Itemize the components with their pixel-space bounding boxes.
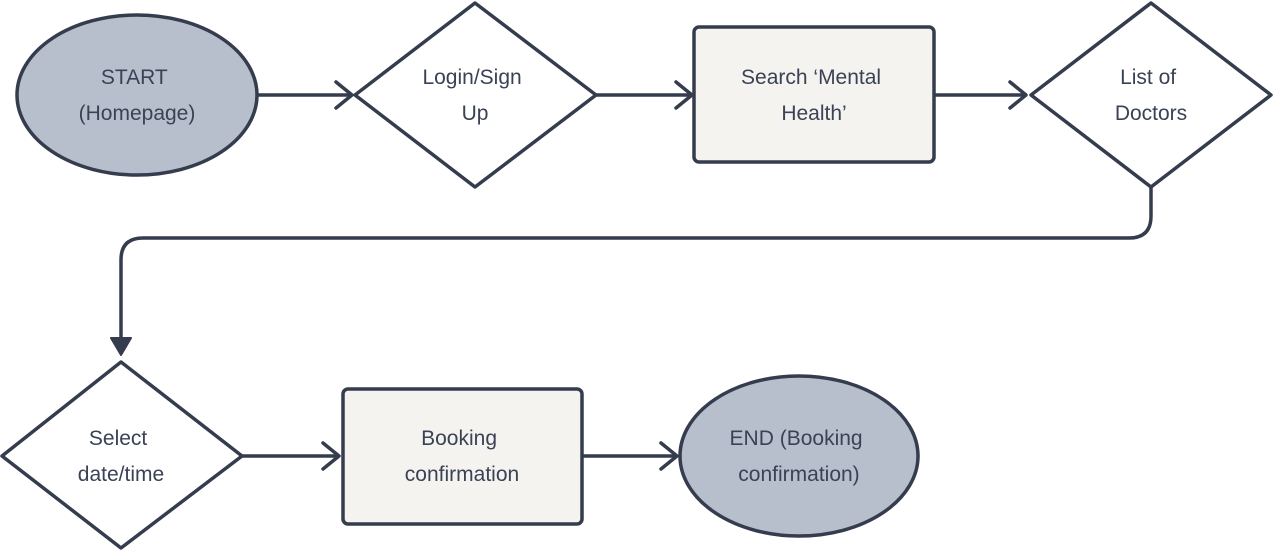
flowchart-edges bbox=[110, 80, 1153, 471]
start-node: START (Homepage) bbox=[15, 13, 259, 177]
arrowhead bbox=[1008, 80, 1028, 110]
doctors-diamond bbox=[1029, 1, 1273, 189]
edge-booking-to-end bbox=[580, 441, 679, 471]
select-label-line1: Select bbox=[89, 427, 148, 450]
search-label-line1: Search ‘Mental bbox=[741, 66, 881, 89]
login-node: Login/Sign Up bbox=[353, 1, 598, 189]
svg-text:Login/Sign Up: Login/Sign Up bbox=[422, 66, 527, 125]
arrowhead bbox=[659, 441, 679, 471]
search-node: Search ‘Mental Health’ bbox=[692, 25, 936, 164]
start-ellipse bbox=[15, 13, 259, 177]
end-node: END (Booking confirmation) bbox=[678, 374, 920, 538]
search-rectangle bbox=[692, 25, 936, 164]
arrowhead bbox=[334, 80, 354, 110]
end-ellipse bbox=[678, 374, 920, 538]
svg-text:List of Doctors: List of Doctors bbox=[1115, 66, 1187, 125]
edge-doctors-to-select bbox=[110, 186, 1153, 356]
end-label-line1: END (Booking bbox=[730, 427, 863, 450]
edge-search-to-doctors bbox=[932, 80, 1028, 110]
end-label-line2: confirmation) bbox=[738, 463, 859, 486]
booking-label-line2: confirmation bbox=[405, 463, 519, 486]
login-label-line2: Up bbox=[462, 102, 489, 125]
edge-select-to-booking bbox=[241, 441, 341, 471]
doctors-label-line1: List of bbox=[1120, 66, 1176, 89]
edge-start-to-login bbox=[256, 80, 354, 110]
arrowhead bbox=[110, 337, 132, 356]
select-diamond bbox=[0, 360, 244, 550]
booking-label-line1: Booking bbox=[421, 427, 497, 450]
svg-text:START (Homepage): START (Homepage) bbox=[79, 66, 196, 125]
booking-rectangle bbox=[341, 387, 584, 526]
svg-text:Booking confirmation: Booking confirmation bbox=[405, 427, 519, 486]
doctors-label-line2: Doctors bbox=[1115, 102, 1187, 125]
start-label-line1: START bbox=[101, 66, 168, 89]
svg-text:END (Booking confirmat: END (Booking confirmation) bbox=[730, 427, 869, 486]
select-node: Select date/time bbox=[0, 360, 244, 550]
doctors-node: List of Doctors bbox=[1029, 1, 1273, 189]
start-label-line2: (Homepage) bbox=[79, 102, 196, 125]
edge-login-to-search bbox=[594, 80, 694, 110]
select-label-line2: date/time bbox=[78, 463, 164, 486]
login-diamond bbox=[353, 1, 598, 189]
arrowhead bbox=[321, 441, 341, 471]
search-label-line2: Health’ bbox=[781, 102, 846, 125]
login-label-line1: Login/Sign bbox=[422, 66, 521, 89]
svg-text:Search ‘Mental Health’: Search ‘Mental Health’ bbox=[741, 66, 887, 125]
arrowhead bbox=[674, 80, 694, 110]
svg-text:Select date/time: Select date/time bbox=[78, 427, 164, 486]
booking-node: Booking confirmation bbox=[341, 387, 584, 526]
